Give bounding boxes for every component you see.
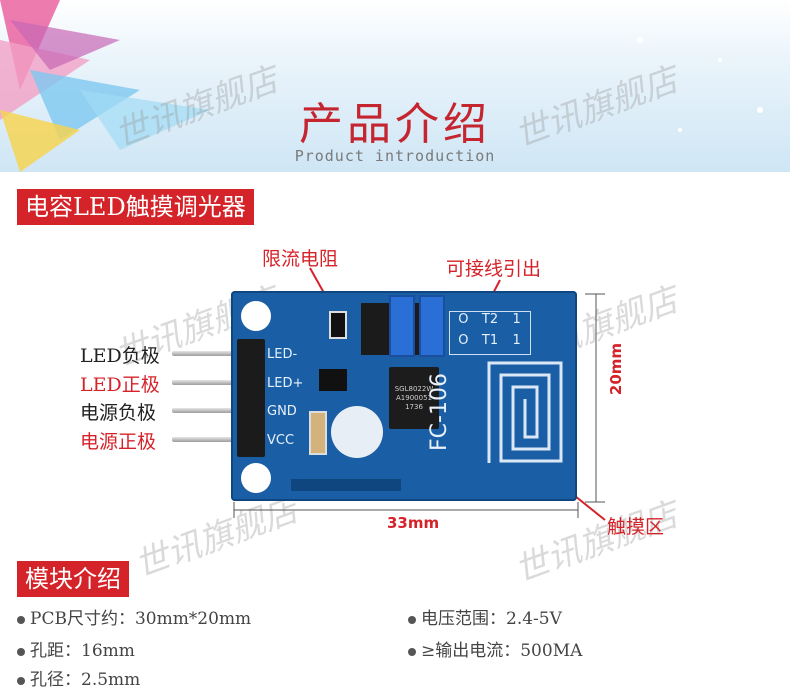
jumper-cap[interactable] bbox=[389, 295, 415, 357]
mosfet bbox=[319, 369, 347, 391]
silk-gnd: GND bbox=[267, 404, 297, 419]
smd-row bbox=[291, 479, 401, 491]
pin-header bbox=[237, 339, 265, 457]
decorative-shards bbox=[0, 0, 210, 172]
mounting-hole bbox=[241, 301, 271, 331]
pcb-board: LED- LED+ GND VCC O T2 1 O T1 1 SGL8022W… bbox=[231, 291, 577, 501]
pin-label-led-negative: LED负极 bbox=[80, 345, 160, 367]
pin-label-led-positive: LED正极 bbox=[80, 374, 160, 396]
spec-item: 孔径：2.5mm bbox=[17, 665, 140, 690]
header-pin bbox=[172, 437, 262, 442]
header-pin bbox=[172, 408, 262, 413]
board-model: FC-106 bbox=[427, 373, 452, 451]
resistor-annotation: 限流电阻 bbox=[262, 248, 339, 270]
header-pin bbox=[172, 380, 262, 385]
lead-out-annotation: 可接线引出 bbox=[446, 258, 542, 280]
header-pin bbox=[172, 351, 262, 356]
jumper-label: 1 bbox=[512, 333, 521, 348]
silk-led-neg: LED- bbox=[267, 347, 298, 362]
spec-item: PCB尺寸约：30mm*20mm bbox=[17, 604, 251, 629]
product-intro-banner: 世讯旗舰店 世讯旗舰店 产品介绍 Product introduction bbox=[0, 0, 790, 172]
touch-pad-spiral[interactable] bbox=[479, 353, 571, 471]
spec-item: ≥输出电流：500MA bbox=[408, 636, 582, 661]
jumper-label: 1 bbox=[512, 312, 521, 327]
silk-circle bbox=[331, 406, 383, 458]
mounting-hole bbox=[241, 463, 271, 493]
jumper-label: T1 bbox=[481, 333, 499, 348]
silk-led-pos: LED+ bbox=[267, 376, 304, 391]
banner-subtitle: Product introduction bbox=[294, 147, 496, 165]
jumper-label: T2 bbox=[481, 312, 499, 327]
touch-area-annotation: 触摸区 bbox=[607, 516, 665, 538]
spec-item: 孔距：16mm bbox=[17, 636, 135, 661]
current-limit-resistor bbox=[329, 311, 347, 339]
silk-vcc: VCC bbox=[267, 433, 295, 448]
chip-text: A1900051 bbox=[396, 394, 432, 402]
height-dimension: 20mm bbox=[607, 342, 626, 396]
chip-text: SGL8022W bbox=[394, 385, 434, 393]
width-dimension: 33mm bbox=[387, 514, 440, 532]
jumper-label: O bbox=[458, 312, 469, 327]
pin-label-power-negative: 电源负极 bbox=[80, 402, 157, 424]
jumper-label-grid: O T2 1 O T1 1 bbox=[449, 311, 531, 355]
chip-text: 1736 bbox=[405, 403, 423, 411]
section-title-dimmer: 电容LED触摸调光器 bbox=[17, 189, 254, 225]
decorative-snow bbox=[637, 37, 763, 132]
diode bbox=[309, 411, 327, 455]
banner-title: 产品介绍 bbox=[299, 99, 491, 150]
jumper-cap[interactable] bbox=[419, 295, 445, 357]
jumper-label: O bbox=[458, 333, 469, 348]
touch-ic-chip: SGL8022W A1900051 1736 bbox=[389, 367, 439, 429]
spec-item: 电压范围：2.4-5V bbox=[408, 604, 562, 629]
pin-label-power-positive: 电源正极 bbox=[80, 431, 157, 453]
section-title-module: 模块介绍 bbox=[17, 561, 129, 597]
